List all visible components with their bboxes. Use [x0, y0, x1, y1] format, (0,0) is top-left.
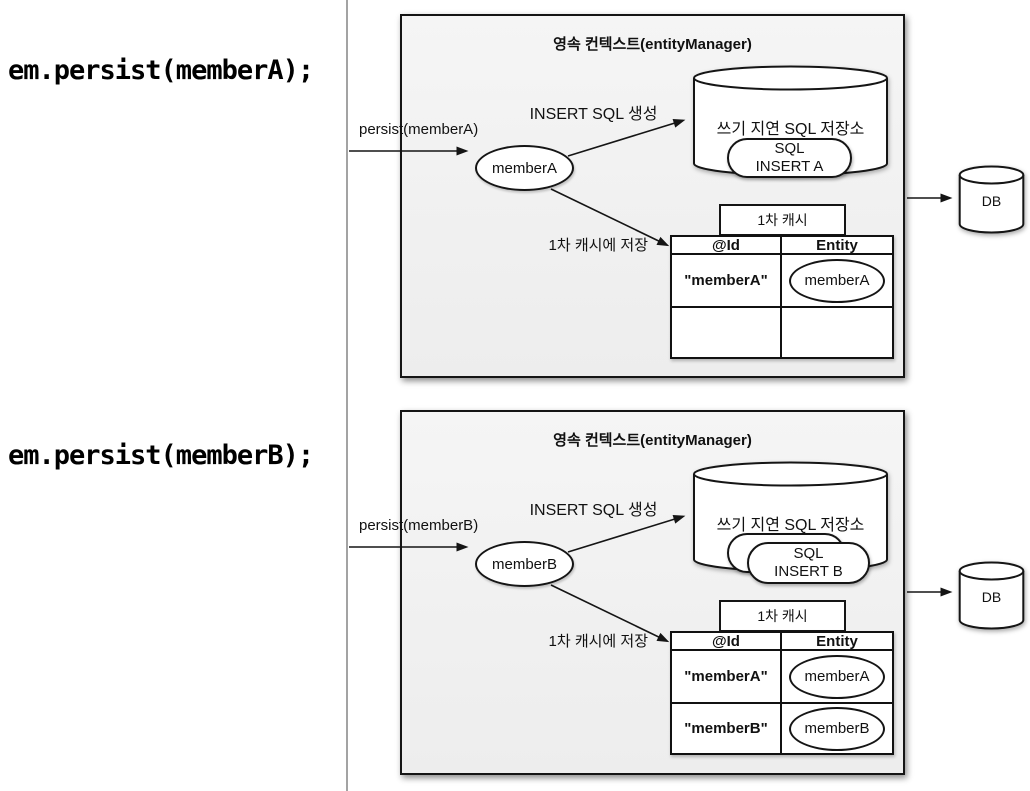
save-cache-label-a: 1차 캐시에 저장 — [548, 237, 648, 254]
db-label-b: DB — [981, 589, 1002, 605]
sql-store-title-a: 쓰기 지연 SQL 저장소 — [716, 121, 865, 138]
db-label-a: DB — [981, 193, 1002, 209]
persistence-context-box-b: 영속 컨텍스트(entityManager) persist(memberB) … — [359, 410, 1025, 775]
cache-entity-ellipse-a1: memberA — [789, 258, 885, 303]
entity-ellipse-a: memberA — [475, 145, 574, 191]
db-cylinder-icon-b: DB — [958, 561, 1025, 631]
vertical-divider — [346, 0, 348, 791]
cache-header-entity-b: Entity — [782, 633, 892, 651]
sql-card-insert-b: SQL INSERT B — [747, 542, 870, 584]
sql-card-line2-b: INSERT B — [774, 563, 843, 580]
cache-cell-entity-b1: memberA — [782, 651, 892, 702]
cache-cell-id-b1: "memberA" — [672, 651, 782, 702]
cache-cell-id-a1: "memberA" — [672, 255, 782, 306]
cache-header-entity-a: Entity — [782, 237, 892, 255]
db-cylinder-icon-a: DB — [958, 165, 1025, 235]
sql-card-line1-a: SQL — [774, 140, 805, 157]
first-cache-table-a: @Id Entity "memberA" memberA — [670, 235, 894, 359]
cache-cell-entity-a2 — [782, 306, 892, 357]
persistence-context-title-a: 영속 컨텍스트(entityManager) — [553, 36, 752, 53]
cache-header-id-a: @Id — [672, 237, 782, 255]
code-statement-b: em.persist(memberB); — [8, 440, 314, 471]
sql-card-line2-a: INSERT A — [755, 158, 824, 175]
persist-call-label-a: persist(memberA) — [359, 121, 479, 138]
insert-sql-label-b: INSERT SQL 생성 — [529, 502, 658, 519]
insert-sql-label-a: INSERT SQL 생성 — [529, 106, 658, 123]
save-cache-label-b: 1차 캐시에 저장 — [548, 633, 648, 650]
first-cache-title-b: 1차 캐시 — [757, 608, 808, 624]
cache-cell-id-b2: "memberB" — [672, 702, 782, 753]
persist-call-label-b: persist(memberB) — [359, 517, 479, 534]
cache-cell-entity-a1: memberA — [782, 255, 892, 306]
first-cache-title-box-a: 1차 캐시 — [719, 204, 846, 236]
cache-cell-entity-b2: memberB — [782, 702, 892, 753]
cache-entity-ellipse-b2: memberB — [789, 706, 885, 751]
first-cache-table-b: @Id Entity "memberA" memberA "memberB" m… — [670, 631, 894, 755]
first-cache-title-box-b: 1차 캐시 — [719, 600, 846, 632]
cache-entity-ellipse-b1: memberA — [789, 654, 885, 699]
sql-card-insert-a: SQL INSERT A — [727, 138, 852, 178]
sql-store-title-b: 쓰기 지연 SQL 저장소 — [716, 517, 865, 534]
sql-card-line1-b: SQL — [793, 545, 824, 562]
persistence-context-box-a: 영속 컨텍스트(entityManager) persist(memberA) … — [359, 14, 1025, 378]
cache-cell-id-a2 — [672, 306, 782, 357]
code-statement-a: em.persist(memberA); — [8, 55, 314, 86]
first-cache-title-a: 1차 캐시 — [757, 212, 808, 228]
entity-ellipse-b: memberB — [475, 541, 574, 587]
cache-header-id-b: @Id — [672, 633, 782, 651]
persistence-context-title-b: 영속 컨텍스트(entityManager) — [553, 432, 752, 449]
